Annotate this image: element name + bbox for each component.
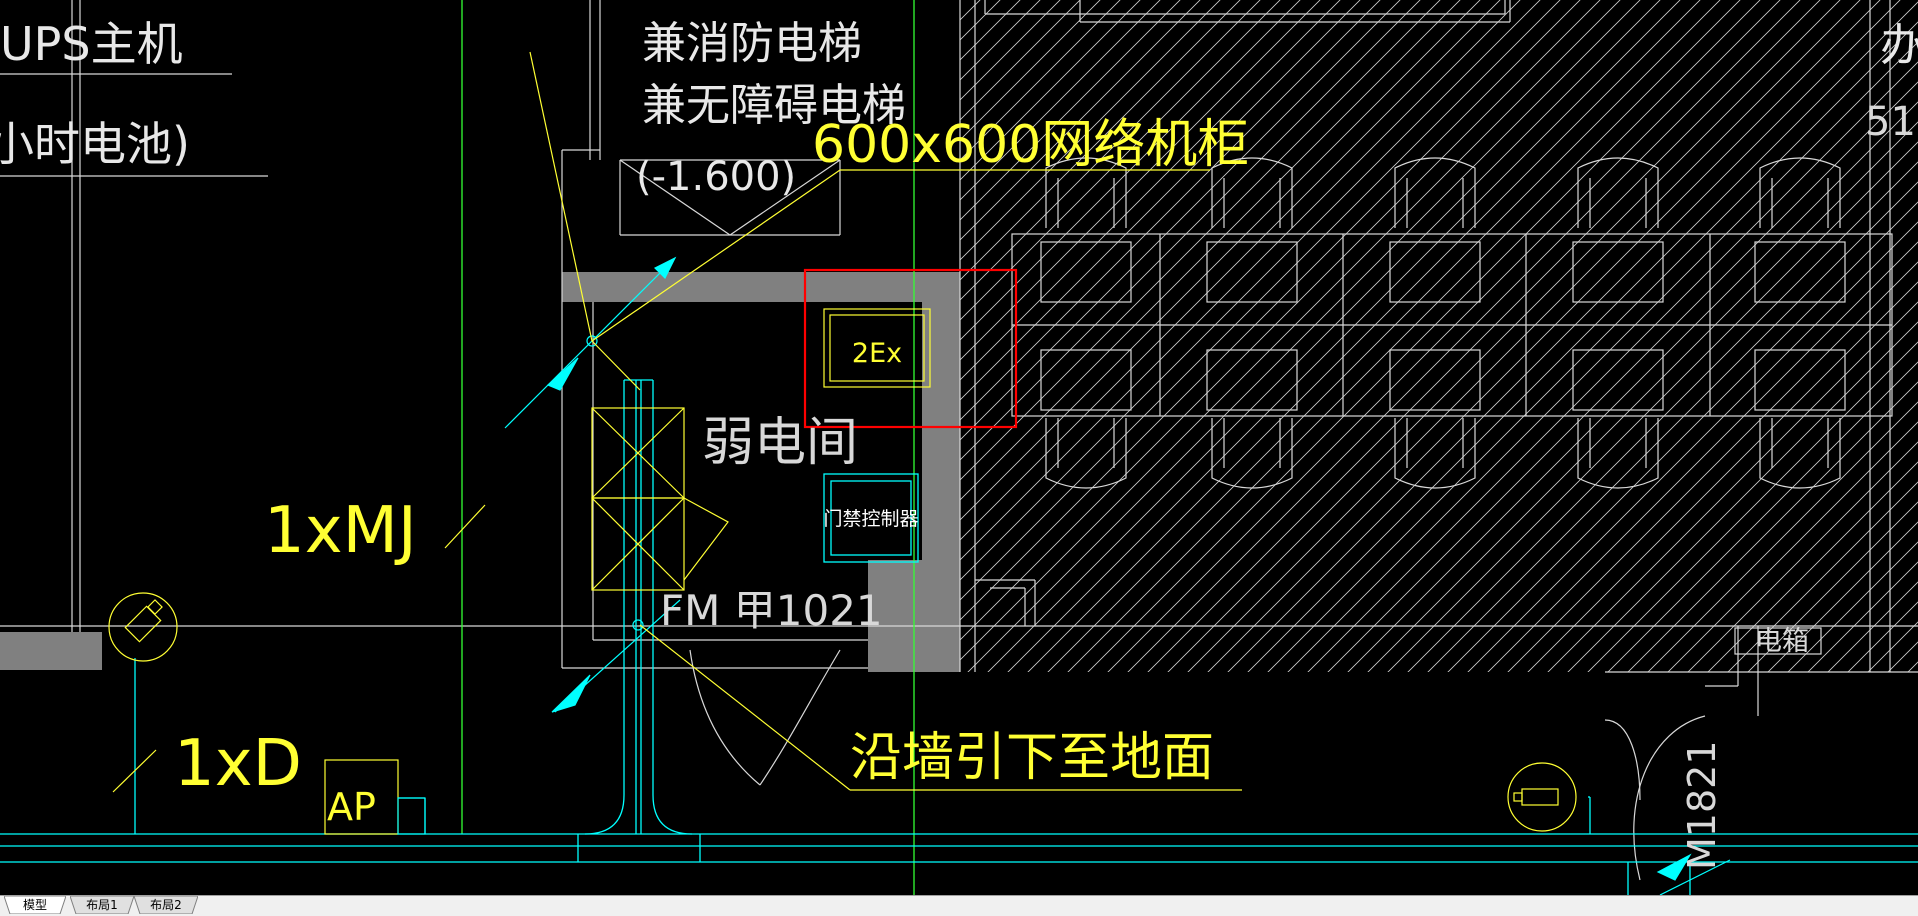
tab-layout1[interactable]: 布局1: [70, 896, 134, 914]
seat-cushion: [1389, 349, 1481, 411]
corner-label: 办: [1880, 20, 1918, 71]
one-x-d-label: 1xD: [174, 727, 302, 801]
seat-cushion: [1754, 241, 1846, 303]
fire-elevator-label: 兼消防电梯: [642, 18, 862, 69]
chair: [1577, 418, 1659, 489]
seat-cushion: [1206, 349, 1298, 411]
seat-cushion: [1040, 349, 1132, 411]
access-controller-label: 门禁控制器: [823, 508, 918, 530]
chair: [1759, 418, 1841, 489]
layout-tab-bar: 模型 布局1 布局2: [0, 895, 1918, 916]
cabinet-tag-label: 2Ex: [852, 338, 902, 369]
chair: [1759, 157, 1841, 228]
office-hatch-area: [960, 0, 1918, 672]
seat-cushion: [1389, 241, 1481, 303]
seat-cushion: [1754, 349, 1846, 411]
chairs: [1040, 157, 1846, 489]
tab-layout2[interactable]: 布局2: [134, 896, 198, 914]
dimension-markers: [504, 256, 1731, 895]
elec-box-label: 电箱: [1755, 626, 1809, 657]
chair: [1045, 418, 1127, 489]
conference-table: [1011, 233, 1893, 417]
riser-note-label: 沿墙引下至地面: [850, 728, 1214, 788]
door-m-label: M1821: [1680, 741, 1724, 871]
camera-icon: [1513, 788, 1559, 806]
ups-host-label: UPS主机: [0, 17, 183, 71]
seat-cushion: [1040, 241, 1132, 303]
weak-current-room-label: 弱电间: [702, 413, 858, 473]
battery-label: 小时电池): [0, 117, 190, 171]
tab-model[interactable]: 模型: [4, 896, 66, 914]
chair: [1394, 157, 1476, 228]
chair: [1211, 157, 1293, 228]
access-controller: [823, 473, 919, 563]
camera-icon: [124, 599, 163, 643]
yellow-annotations: [108, 51, 1577, 835]
elevator-level-label: (-1.600): [636, 154, 796, 200]
chair: [1394, 418, 1476, 489]
elec-box: [1734, 627, 1822, 655]
grid-lines: [461, 0, 915, 895]
area-label: 51.5: [1865, 99, 1918, 145]
architecture-lines: [0, 0, 1918, 881]
cable-trays: [0, 379, 1918, 895]
accessible-elevator-label: 兼无障碍电梯: [642, 80, 906, 131]
network-cabinet-label: 600x600网络机柜: [812, 115, 1249, 175]
cad-canvas[interactable]: 门禁控制器 UPS主机 小时电池) 兼消防电梯: [0, 0, 1918, 895]
door-tag-label: FM 甲1021: [660, 586, 883, 635]
seat-cushion: [1572, 349, 1664, 411]
ap-label: AP: [327, 785, 376, 829]
chair: [1577, 157, 1659, 228]
seat-cushion: [1206, 241, 1298, 303]
chair: [1045, 157, 1127, 228]
door-count-label: 1xMJ: [264, 494, 417, 568]
seat-cushion: [1572, 241, 1664, 303]
selection-highlight[interactable]: [803, 268, 1018, 429]
chair: [1211, 418, 1293, 489]
